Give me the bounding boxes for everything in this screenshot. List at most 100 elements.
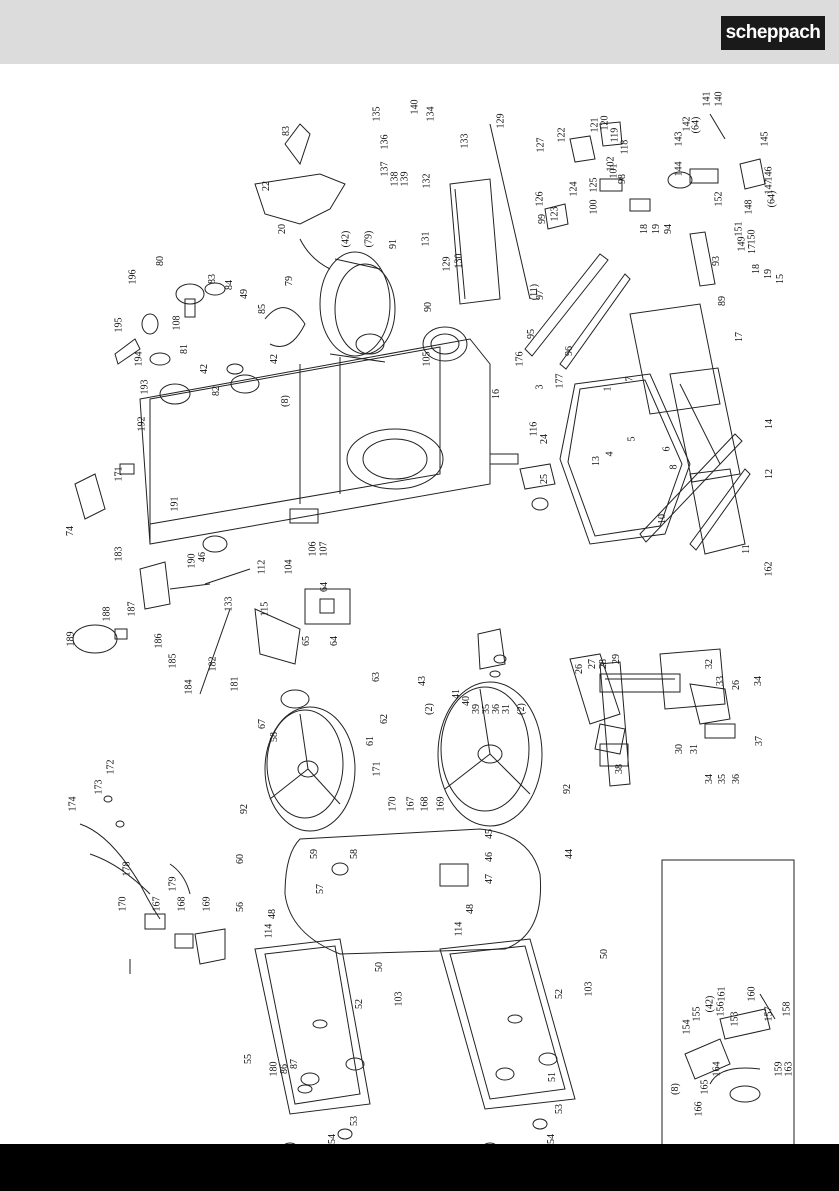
header-bar: scheppach	[0, 0, 839, 64]
part-label: 106	[307, 541, 319, 557]
part-label: 91	[388, 239, 399, 249]
machine-frame	[139, 338, 491, 545]
part-label: 35	[717, 774, 728, 784]
part-label: (2)	[423, 703, 435, 715]
part-label: 92	[239, 804, 250, 814]
part-label: 38	[614, 764, 625, 774]
part-label: 34	[704, 774, 715, 784]
drive-pulley	[422, 326, 468, 362]
part-label: (42)	[340, 230, 352, 248]
part-label: 31	[501, 704, 512, 714]
part-label: 186	[153, 633, 165, 649]
part-label: 157	[763, 1006, 775, 1022]
part-label: 127	[535, 137, 547, 153]
part-label: 50	[599, 949, 610, 959]
part-label: 82	[211, 386, 222, 396]
part-label: 4	[604, 451, 616, 457]
part-label: 190	[186, 553, 198, 569]
part-label: 48	[267, 909, 278, 919]
part-label: 129	[441, 256, 453, 272]
part-label: 3	[534, 384, 546, 390]
part-label: 61	[365, 736, 376, 746]
part-label: 19	[763, 269, 774, 279]
part-label: 97	[535, 290, 546, 300]
part-label: 123	[549, 206, 561, 222]
part-label: (79)	[363, 230, 375, 248]
part-label: 67	[257, 719, 268, 729]
part-label: 96	[564, 346, 575, 356]
part-label: 183	[113, 546, 125, 562]
part-label: 19	[651, 224, 662, 234]
part-label: 80	[155, 256, 166, 266]
guide-rod	[489, 123, 531, 300]
part-label: 84	[224, 280, 235, 290]
adjustment-knob	[114, 282, 260, 405]
part-label: 103	[393, 991, 405, 1007]
fence-lock	[544, 121, 651, 230]
part-label: 81	[179, 344, 190, 354]
part-label: (8)	[279, 395, 291, 407]
rip-fence	[449, 178, 501, 305]
part-label: 10	[657, 514, 668, 524]
part-label: 143	[673, 131, 685, 147]
part-label: 170	[387, 796, 399, 812]
part-label: 95	[526, 329, 537, 339]
part-label: 122	[556, 127, 568, 143]
part-label: 53	[554, 1104, 565, 1114]
part-label: 47	[484, 874, 495, 884]
part-label: 49	[239, 289, 250, 299]
part-label: (64)	[690, 116, 702, 134]
part-label: 8	[668, 464, 680, 470]
part-label: 33	[715, 676, 726, 686]
part-label: 130	[453, 253, 465, 269]
part-label: (42)	[704, 995, 716, 1013]
part-label: 31	[689, 744, 700, 754]
part-label: 141	[701, 91, 713, 107]
base-tray-right	[439, 938, 576, 1110]
part-label: 64	[329, 636, 340, 646]
part-label: 26	[731, 680, 742, 690]
power-cables	[79, 795, 191, 920]
part-label: 65	[301, 636, 312, 646]
part-label: 169	[201, 896, 213, 912]
part-label: 192	[136, 416, 148, 432]
part-label: 170	[117, 896, 129, 912]
part-label: 163	[783, 1061, 795, 1077]
part-label: 48	[465, 904, 476, 914]
part-label: 59	[309, 849, 320, 859]
part-label: 90	[423, 302, 434, 312]
part-label: 54	[327, 1134, 338, 1144]
part-label: 131	[420, 231, 432, 247]
part-label: (64)	[766, 190, 778, 208]
part-label: 164	[711, 1061, 723, 1077]
cover-fittings	[129, 913, 226, 974]
part-label: 152	[713, 191, 725, 207]
part-label: 56	[235, 902, 246, 912]
part-label: 169	[435, 796, 447, 812]
part-label: 36	[731, 774, 742, 784]
part-label: 116	[528, 421, 540, 437]
part-label: 85	[257, 304, 268, 314]
work-table	[559, 303, 746, 555]
part-label: 89	[717, 296, 728, 306]
part-label: 135	[371, 106, 383, 122]
feet	[284, 1118, 548, 1144]
part-label: 14	[764, 419, 775, 429]
part-label: 168	[176, 896, 188, 912]
part-label: (8)	[669, 1083, 681, 1095]
guide-rack	[594, 673, 731, 755]
part-label: 154	[681, 1019, 693, 1035]
part-label: 150	[746, 229, 758, 245]
part-label: 34	[753, 676, 764, 686]
part-label: 184	[183, 679, 195, 695]
part-label: 176	[514, 351, 526, 367]
part-label: 132	[421, 173, 433, 189]
part-label: 93	[711, 256, 722, 266]
part-label: 165	[699, 1079, 711, 1095]
part-label: 185	[167, 653, 179, 669]
part-label: 161	[716, 986, 728, 1002]
upper-bracket	[254, 123, 346, 270]
part-label: 43	[417, 676, 428, 686]
part-label: 107	[318, 541, 330, 557]
part-label: 83	[281, 126, 292, 136]
